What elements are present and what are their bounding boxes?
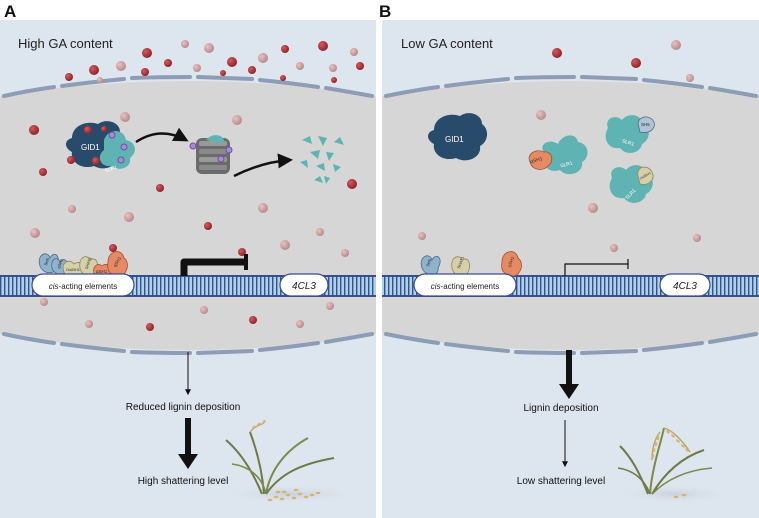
- panel-a-tf-label-5: qSH1: [96, 269, 108, 274]
- panel-a-slr1-label: SLR1: [104, 165, 118, 175]
- panel-a-cis-elements-label: cis-acting elements: [49, 282, 117, 291]
- panel-b-slr1-qsh1: qSH1 SLR1: [528, 135, 588, 175]
- panel-b-arrow-down-1: [559, 350, 579, 399]
- panel-a-gene-box: [279, 273, 329, 297]
- panel-b-slr1-sh5: SH5 SLR1: [605, 115, 655, 153]
- panel-b-gid1-label: GID1: [445, 135, 464, 144]
- panel-b-ga-outside: [552, 40, 694, 82]
- panel-a-rice-plant-illustration: [220, 419, 360, 504]
- panel-b-title: Low GA content: [401, 36, 493, 51]
- panel-b-top-membrane: [384, 75, 758, 98]
- panel-a-arrow-to-fragments: [233, 153, 293, 178]
- panel-a-title: High GA content: [18, 36, 113, 51]
- panel-a-ga-outside: [65, 40, 364, 83]
- panel-b-ibh1-label: OsIBH1: [639, 171, 652, 181]
- panel-b-cis-elements-label: cis-acting elements: [431, 282, 499, 291]
- panel-a-gid1-slr1-complex: GID1 SLR1: [66, 121, 135, 175]
- panel-a-tf-label-3: OsIBH1: [66, 267, 81, 272]
- panel-b-outcome-shattering: Low shattering level: [517, 476, 605, 487]
- panel-a-repression-symbol: [180, 258, 246, 276]
- panel-b: B Low GA content: [379, 2, 759, 518]
- panel-b-slr1-ibh1: OsIBH1 SLR1: [609, 165, 654, 203]
- panel-b-repression-symbol: [564, 263, 628, 276]
- panel-a-bottom-membrane: [2, 332, 374, 355]
- panel-b-rice-plant-illustration: [614, 427, 734, 504]
- panel-divider: [376, 20, 382, 518]
- panel-b-gid1: GID1: [428, 113, 488, 161]
- panel-b-gene-box: [659, 273, 711, 297]
- panel-a-arrow-to-proteasome: [135, 127, 189, 144]
- panel-b-ga-inside: [418, 110, 701, 252]
- panel-a-slr1: [99, 131, 135, 169]
- panel-b-slr1-label: SLR1: [560, 160, 574, 169]
- panel-b-sh5-label: SH5: [641, 122, 650, 127]
- panel-a-cell: [0, 81, 376, 350]
- panel-a-tf-label-4: SHAT1: [84, 256, 93, 270]
- panel-a-outcome-lignin: Reduced lignin deposition: [126, 402, 241, 413]
- panel-b-gene-label: 4CL3: [673, 281, 697, 292]
- panel-b-slr1-sh5-label: SLR1: [621, 138, 635, 148]
- panel-b-tf-label-1: SH5: [425, 257, 433, 267]
- panel-a-letter: A: [4, 2, 16, 21]
- panel-a-transcription-factors: SH5 qSH1 OsIBH1 SHAT1 qSH1 qSH1: [38, 251, 128, 280]
- panel-b-outcome-lignin: Lignin deposition: [523, 403, 598, 414]
- panel-a: A High GA content: [0, 2, 376, 518]
- panel-b-letter: B: [379, 2, 391, 21]
- panel-a-tf-label-2: qSH1: [56, 257, 64, 269]
- panel-a-proteasome: [189, 135, 233, 174]
- panel-a-cis-elements-box: [31, 273, 135, 297]
- panel-a-outcome-shattering: High shattering level: [138, 476, 229, 487]
- panel-a-slr1-fragments: [300, 136, 344, 184]
- panel-b-tf-label-2: SHAT1: [456, 255, 465, 269]
- panel-b-transcription-factors: SH5 SHAT1 qSH1: [420, 251, 522, 277]
- panel-a-gene-label: 4CL3: [292, 281, 316, 292]
- panel-b-qsh1-label: qSH1: [530, 156, 544, 165]
- panel-b-tf-label-3: qSH1: [507, 255, 516, 268]
- panel-a-ga-inside: [29, 112, 357, 331]
- panel-a-qsh1-label: qSH1: [112, 255, 122, 268]
- panel-a-arrow-down-2: [178, 418, 198, 469]
- panel-a-top-membrane: [2, 75, 374, 98]
- panel-a-tf-label-1: SH5: [43, 256, 51, 266]
- panel-a-gid1-label: GID1: [81, 143, 100, 152]
- panel-b-cis-elements-box: [413, 273, 517, 297]
